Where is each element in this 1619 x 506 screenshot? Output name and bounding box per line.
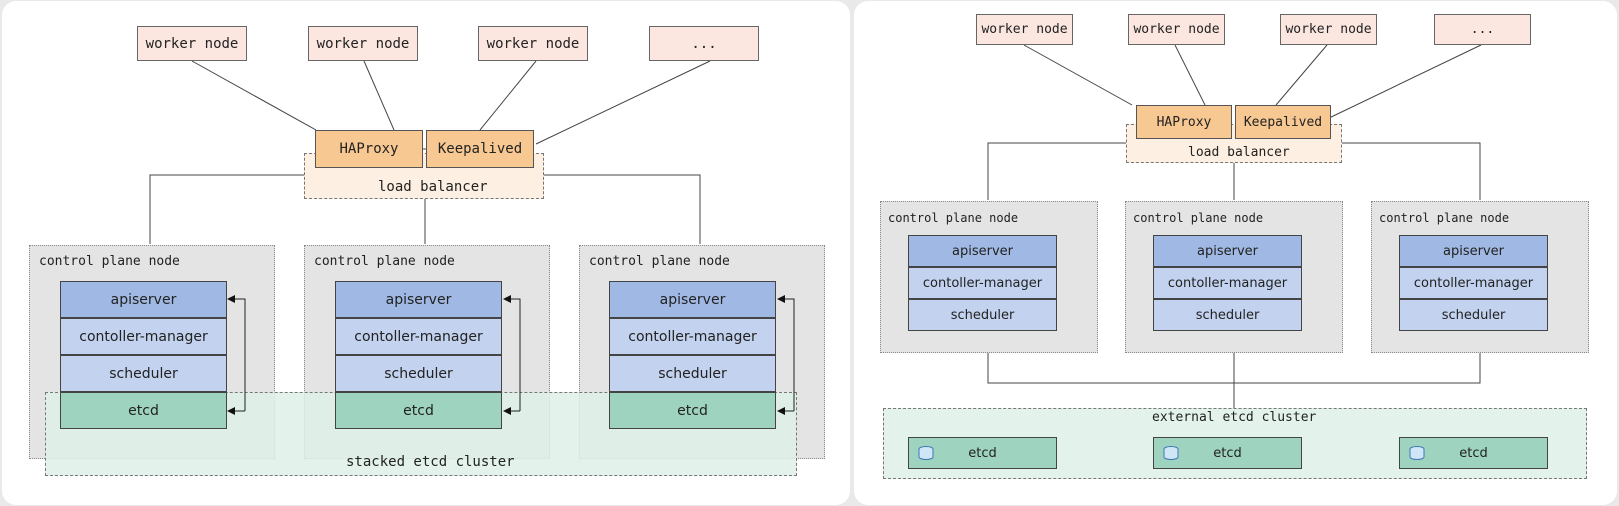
load-balancer-label: load balancer <box>378 179 488 195</box>
external-etcd-cluster-label: external etcd cluster <box>1152 410 1317 425</box>
control-plane-node-title: control plane node <box>589 254 730 269</box>
control-plane-node-title: control plane node <box>1133 211 1264 225</box>
controller-manager-box: contoller-manager <box>1153 267 1302 299</box>
apiserver-box: apiserver <box>609 281 776 318</box>
worker-node-1: worker node <box>137 26 247 61</box>
worker-node-3: worker node <box>478 26 588 61</box>
control-plane-node-title: control plane node <box>314 254 455 269</box>
controller-manager-box: contoller-manager <box>60 318 227 355</box>
apiserver-box: apiserver <box>335 281 502 318</box>
database-icon <box>918 446 934 460</box>
controller-manager-box: contoller-manager <box>609 318 776 355</box>
haproxy-box: HAProxy <box>315 130 423 168</box>
database-icon <box>1409 446 1425 460</box>
worker-node-more: ... <box>649 26 759 61</box>
etcd-box: etcd <box>335 392 502 429</box>
haproxy-box: HAProxy <box>1136 105 1232 139</box>
control-plane-node-title: control plane node <box>888 211 1019 225</box>
scheduler-box: scheduler <box>335 355 502 392</box>
worker-node-2: worker node <box>1128 14 1225 45</box>
etcd-box: etcd <box>609 392 776 429</box>
external-etcd-node-2: etcd <box>1153 437 1302 469</box>
apiserver-box: apiserver <box>908 235 1057 267</box>
worker-node-more: ... <box>1434 14 1531 45</box>
load-balancer-label: load balancer <box>1188 145 1290 160</box>
worker-node-1: worker node <box>976 14 1073 45</box>
controller-manager-box: contoller-manager <box>1399 267 1548 299</box>
database-icon <box>1163 446 1179 460</box>
worker-node-3: worker node <box>1280 14 1377 45</box>
external-etcd-topology-panel: worker node worker node worker node ... … <box>854 1 1617 505</box>
scheduler-box: scheduler <box>609 355 776 392</box>
controller-manager-box: contoller-manager <box>908 267 1057 299</box>
apiserver-box: apiserver <box>1399 235 1548 267</box>
controller-manager-box: contoller-manager <box>335 318 502 355</box>
scheduler-box: scheduler <box>908 299 1057 331</box>
control-plane-node-title: control plane node <box>1379 211 1510 225</box>
worker-node-2: worker node <box>308 26 418 61</box>
scheduler-box: scheduler <box>60 355 227 392</box>
apiserver-box: apiserver <box>1153 235 1302 267</box>
control-plane-node-title: control plane node <box>39 254 180 269</box>
etcd-box: etcd <box>60 392 227 429</box>
keepalived-box: Keepalived <box>426 130 534 168</box>
keepalived-box: Keepalived <box>1235 105 1331 139</box>
apiserver-box: apiserver <box>60 281 227 318</box>
scheduler-box: scheduler <box>1399 299 1548 331</box>
scheduler-box: scheduler <box>1153 299 1302 331</box>
stacked-etcd-topology-panel: worker node worker node worker node ... … <box>2 1 850 505</box>
stacked-etcd-cluster-label: stacked etcd cluster <box>346 454 515 470</box>
